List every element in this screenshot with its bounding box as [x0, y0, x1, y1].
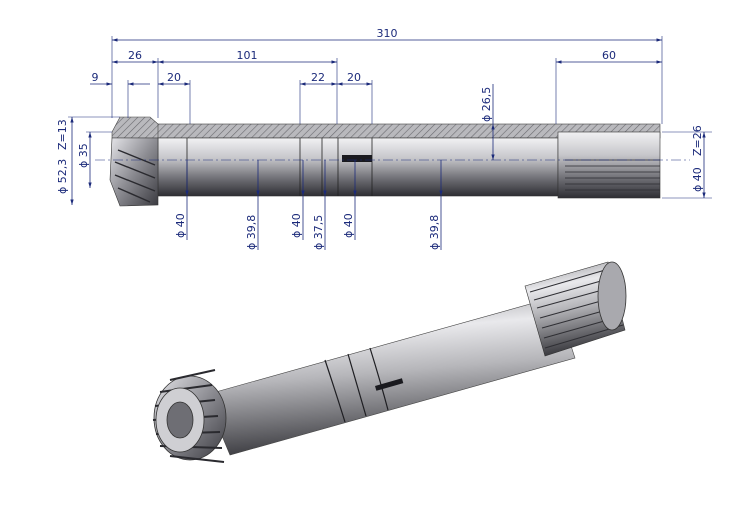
dim-dia-40-c: ϕ 40	[342, 213, 355, 238]
dim-26: 26	[128, 49, 142, 62]
dimensions-horizontal: 310 26 101 60 9 20 22 20	[90, 27, 663, 124]
dim-9: 9	[92, 71, 99, 84]
dim-dia-26-5: ϕ 26,5	[480, 87, 493, 122]
dim-dia-40-b: ϕ 40	[290, 213, 303, 238]
dim-dia-40-a: ϕ 40	[174, 213, 187, 238]
spline-end	[557, 131, 661, 199]
dim-dia-40-right: ϕ 40	[691, 167, 704, 192]
gear-3d-bore	[166, 401, 194, 439]
dim-dia-39-8-a: ϕ 39,8	[245, 215, 258, 250]
dim-dia-39-8-b: ϕ 39,8	[428, 215, 441, 250]
dim-60: 60	[602, 49, 616, 62]
helical-gear-teeth	[109, 137, 159, 207]
dim-dia-37-5: ϕ 37,5	[312, 215, 325, 250]
dim-20-left: 20	[167, 71, 181, 84]
shaft-3d-body	[204, 296, 576, 456]
keyway-3d	[375, 378, 404, 391]
isometric-render	[152, 261, 627, 463]
dimensions-vertical: ϕ 26,5 ϕ 52,3 Z=13 ϕ 35 ϕ 40 ϕ 39,8 ϕ 40…	[56, 84, 712, 250]
dim-101: 101	[237, 49, 258, 62]
gear-head-section	[111, 116, 159, 139]
dim-dia-35: ϕ 35	[77, 143, 90, 168]
dim-310: 310	[377, 27, 398, 40]
gear-tooth-lines	[114, 149, 156, 203]
spline-3d-end-face	[597, 261, 627, 331]
front-view	[95, 116, 690, 207]
dim-20-mid: 20	[347, 71, 361, 84]
shaft-body	[157, 137, 559, 197]
keyway-slot	[342, 155, 372, 162]
dim-dia-52-3: ϕ 52,3	[56, 159, 69, 194]
shaft-3d-rings	[324, 347, 389, 423]
dim-22: 22	[311, 71, 325, 84]
dim-z-26: Z=26	[691, 125, 704, 156]
dim-z-13: Z=13	[56, 119, 69, 150]
